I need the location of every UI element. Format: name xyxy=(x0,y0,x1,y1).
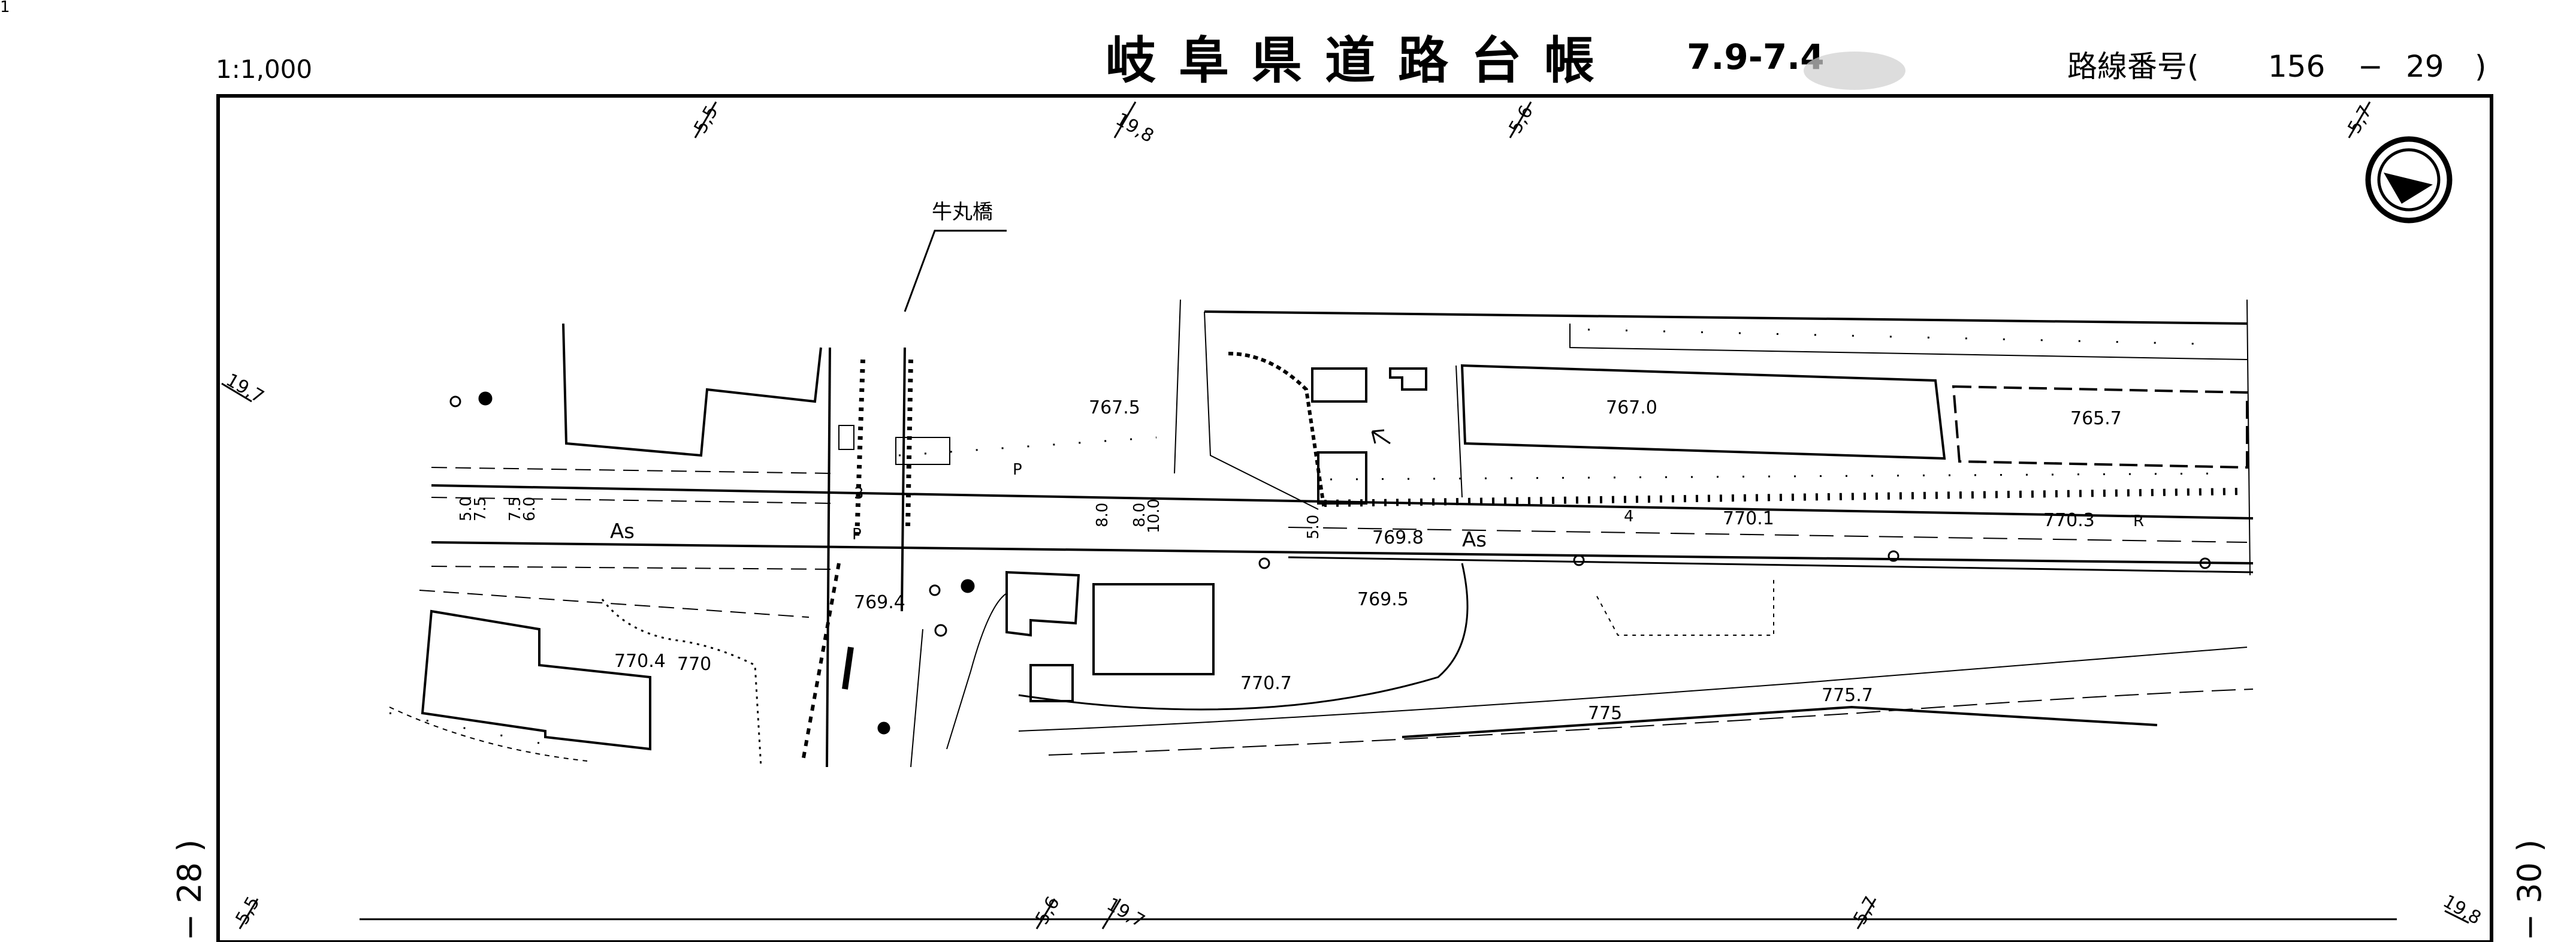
date-stamp: 7.9-7.4 xyxy=(1687,37,1825,77)
map-title: 岐阜県道路台帳 xyxy=(1106,31,1617,90)
slope-marks xyxy=(389,328,2242,744)
bridge-callout xyxy=(904,230,1007,312)
elev-770-4: 770.4 xyxy=(614,651,666,672)
bridge xyxy=(801,347,950,768)
elev-767-0: 767.0 xyxy=(1606,397,1657,418)
route-label: 路線番号( xyxy=(2067,49,2199,84)
terrain xyxy=(389,299,2254,768)
left-sheet-number: − 28 ) xyxy=(171,840,209,941)
elev-769-8: 769.8 xyxy=(1372,527,1424,548)
north-arrow-icon xyxy=(2365,136,2453,224)
tick-bottom-3: 19,7 xyxy=(1103,894,1148,932)
tick-top-2: 19,8 xyxy=(1112,109,1157,147)
map-scale: 1:1,000 xyxy=(216,55,312,84)
main-road xyxy=(419,467,2254,618)
road-surface-as-2: As xyxy=(1462,528,1487,552)
elev-775-7: 775.7 xyxy=(1822,685,1873,706)
elev-765-7: 765.7 xyxy=(2070,408,2122,429)
tick-left: 19,7 xyxy=(222,370,267,408)
lane-mark-p-top: P xyxy=(1013,461,1022,479)
point-symbols xyxy=(449,391,2211,735)
corner-mark: 1 xyxy=(0,0,10,16)
stamp-smudge xyxy=(1804,52,1905,90)
svg-text:6.0: 6.0 xyxy=(521,497,539,521)
tick-top-1: 5,5 xyxy=(690,102,723,137)
road-surface-as-1: As xyxy=(610,520,635,544)
tick-bottom-4: 5,7 xyxy=(1850,893,1882,928)
lane-mark-4: 4 xyxy=(1624,508,1634,526)
tick-bottom-2: 5,6 xyxy=(1032,893,1064,928)
map-frame xyxy=(216,94,2493,942)
route-close: ) xyxy=(2475,49,2487,84)
svg-text:5.0: 5.0 xyxy=(457,497,475,521)
elev-769-4: 769.4 xyxy=(854,592,905,613)
width-marks: 5.0 7.5 7.5 6.0 8.0 8.0 10.0 5.0 xyxy=(457,497,1322,539)
bridge-name: 牛丸橋 xyxy=(932,200,993,224)
svg-text:8.0: 8.0 xyxy=(1094,503,1112,527)
elev-770-3: 770.3 xyxy=(2043,510,2095,531)
svg-text:10.0: 10.0 xyxy=(1145,499,1163,533)
elev-775: 775 xyxy=(1588,703,1622,724)
svg-text:8.0: 8.0 xyxy=(1131,503,1149,527)
route-number-a: 156 xyxy=(2268,49,2325,84)
tick-top-4: 5,7 xyxy=(2344,102,2376,137)
tick-bottom-1: 5,5 xyxy=(232,893,264,928)
elev-770-1: 770.1 xyxy=(1723,508,1774,529)
route-number-b: 29 xyxy=(2406,49,2444,84)
svg-text:7.5: 7.5 xyxy=(472,497,490,521)
buildings xyxy=(421,323,2248,751)
right-sheet-number: − 30 ) xyxy=(2511,840,2548,941)
svg-text:7.5: 7.5 xyxy=(506,497,524,521)
elev-770-7: 770.7 xyxy=(1240,673,1292,694)
elev-769-5: 769.5 xyxy=(1357,589,1409,610)
svg-text:5.0: 5.0 xyxy=(1304,515,1322,539)
elevation-labels: 767.5 767.0 765.7 769.8 770.1 770.3 769.… xyxy=(614,397,2122,724)
route-dash: − xyxy=(2358,49,2383,84)
tick-top-3: 5,6 xyxy=(1505,102,1538,137)
elev-770: 770 xyxy=(677,654,711,675)
lane-mark-r: R xyxy=(2133,512,2144,530)
elev-767-5: 767.5 xyxy=(1089,397,1140,418)
sheet-ticks xyxy=(221,101,2469,929)
tick-bottom-5: 19,8 xyxy=(2439,891,2484,929)
